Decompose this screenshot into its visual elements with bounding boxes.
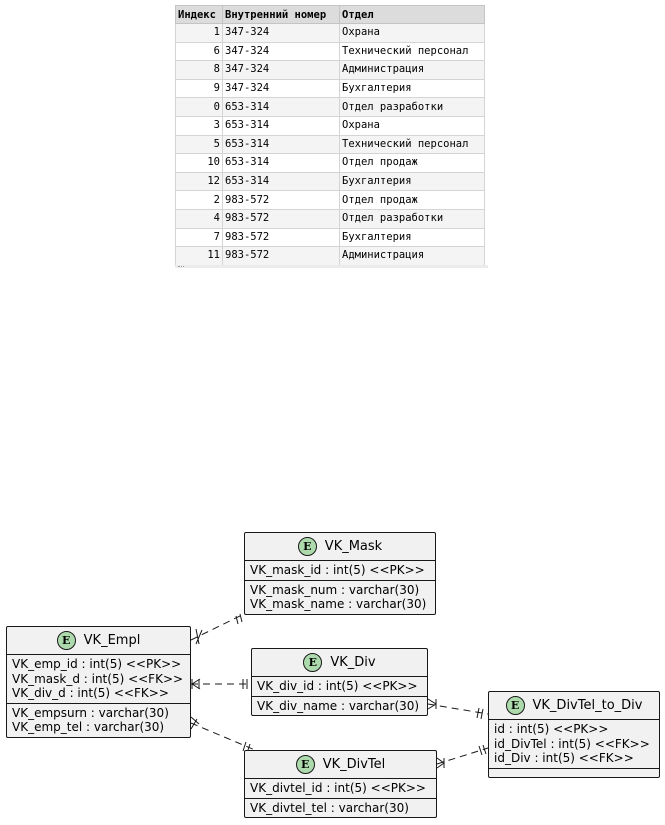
- entity-header: E VK_DivTel: [245, 751, 436, 779]
- cell-index: 11: [175, 246, 223, 266]
- entity-keys: VK_div_id : int(5) <<PK>>: [252, 677, 427, 697]
- entity-name: VK_Empl: [83, 633, 141, 648]
- entity-name: VK_DivTel: [322, 757, 386, 772]
- cell-index: 0: [175, 97, 223, 117]
- cell-department: Администрация: [339, 246, 485, 266]
- cell-internal-number: 653-314: [222, 97, 340, 117]
- entity-name: VK_Mask: [324, 539, 383, 554]
- relation-empl-divtel: [190, 716, 256, 754]
- entity-field: VK_empsurn : varchar(30): [12, 705, 169, 720]
- cell-internal-number: 653-314: [222, 134, 340, 155]
- entity-header: E VK_Div: [252, 649, 427, 677]
- cell-internal-number: 983-572: [222, 246, 340, 266]
- entity-field: VK_mask_num : varchar(30): [250, 582, 420, 597]
- entity-attributes: VK_empsurn : varchar(30) VK_emp_tel : va…: [7, 704, 190, 737]
- entity-field: id : int(5) <<PK>>: [494, 722, 609, 736]
- cell-department: Администрация: [339, 60, 485, 80]
- cell-department: Бухгалтерия: [339, 171, 485, 192]
- entity-name: VK_Div: [330, 655, 376, 670]
- entity-field: VK_mask_name : varchar(30): [250, 597, 427, 611]
- entity-field: VK_div_d : int(5) <<FK>>: [12, 686, 169, 700]
- cell-department: Технический персонал: [339, 41, 485, 62]
- entity-field: VK_div_name : varchar(30): [257, 698, 420, 713]
- column-header-internal-number: Внутренний номер: [222, 5, 340, 24]
- entity-header: E VK_DivTel_to_Div: [489, 692, 659, 720]
- relation-empl-mask: [190, 613, 245, 645]
- entity-keys: VK_divtel_id : int(5) <<PK>>: [245, 779, 436, 799]
- cell-department: Охрана: [339, 115, 485, 136]
- cell-internal-number: 983-572: [222, 208, 340, 229]
- entity-icon: E: [303, 653, 323, 672]
- entity-keys: VK_mask_id : int(5) <<PK>>: [245, 561, 435, 581]
- entity-keys: id : int(5) <<PK>> id_DivTel : int(5) <<…: [489, 720, 659, 769]
- entity-name: VK_DivTel_to_Div: [532, 698, 643, 713]
- entity-icon: E: [295, 755, 315, 774]
- entity-vk-empl[interactable]: E VK_Empl VK_emp_id : int(5) <<PK>> VK_m…: [6, 626, 191, 738]
- table-bottom-edge: [175, 265, 488, 268]
- cell-internal-number: 347-324: [222, 78, 340, 99]
- relation-div-divtel-to-div: [427, 698, 489, 720]
- entity-keys: VK_emp_id : int(5) <<PK>> VK_mask_d : in…: [7, 655, 190, 704]
- entity-vk-divtel[interactable]: E VK_DivTel VK_divtel_id : int(5) <<PK>>…: [244, 750, 437, 818]
- cell-department: Охрана: [339, 23, 485, 43]
- entity-icon: E: [297, 537, 317, 556]
- cell-department: Бухгалтерия: [339, 78, 485, 99]
- entity-field: id_DivTel : int(5) <<FK>>: [494, 736, 650, 751]
- cell-internal-number: 347-324: [222, 41, 340, 62]
- entity-attributes: [489, 769, 659, 777]
- entity-field: VK_divtel_id : int(5) <<PK>>: [250, 781, 426, 795]
- entity-field: VK_divtel_tel : varchar(30): [250, 800, 409, 815]
- entity-attributes: VK_divtel_tel : varchar(30): [245, 799, 436, 818]
- entity-field: VK_mask_id : int(5) <<PK>>: [250, 563, 425, 577]
- entity-attributes: VK_mask_num : varchar(30) VK_mask_name :…: [245, 581, 435, 614]
- cell-index: 5: [175, 134, 223, 155]
- cell-internal-number: 653-314: [222, 153, 340, 173]
- entity-field: VK_emp_tel : varchar(30): [12, 720, 165, 734]
- entity-header: E VK_Mask: [245, 533, 435, 561]
- entity-attributes: VK_div_name : varchar(30): [252, 697, 427, 716]
- table-truncated-text-mark: [178, 266, 184, 269]
- entity-field: id_Div : int(5) <<FK>>: [494, 751, 634, 765]
- cell-index: 8: [175, 60, 223, 80]
- entity-vk-divtel-to-div[interactable]: E VK_DivTel_to_Div id : int(5) <<PK>> id…: [488, 691, 660, 778]
- relation-divtel-divtel-to-div: [436, 744, 489, 769]
- cell-internal-number: 653-314: [222, 171, 340, 192]
- cell-department: Отдел разработки: [339, 97, 485, 117]
- entity-header: E VK_Empl: [7, 627, 190, 655]
- entity-icon: E: [56, 631, 76, 650]
- entity-vk-div[interactable]: E VK_Div VK_div_id : int(5) <<PK>> VK_di…: [251, 648, 428, 716]
- relation-empl-div: [191, 678, 251, 690]
- entity-icon: E: [505, 696, 525, 715]
- entity-field: VK_emp_id : int(5) <<PK>>: [12, 657, 182, 671]
- cell-internal-number: 347-324: [222, 23, 340, 43]
- entity-vk-mask[interactable]: E VK_Mask VK_mask_id : int(5) <<PK>> VK_…: [244, 532, 436, 615]
- column-header-department: Отдел: [339, 5, 485, 24]
- table-header-row: Индекс Внутренний номер Отдел: [175, 5, 485, 24]
- cell-department: Бухгалтерия: [339, 227, 485, 248]
- entity-field: VK_mask_d : int(5) <<FK>>: [12, 671, 184, 686]
- cell-index: 4: [175, 208, 223, 229]
- entity-field: VK_div_id : int(5) <<PK>>: [257, 679, 418, 693]
